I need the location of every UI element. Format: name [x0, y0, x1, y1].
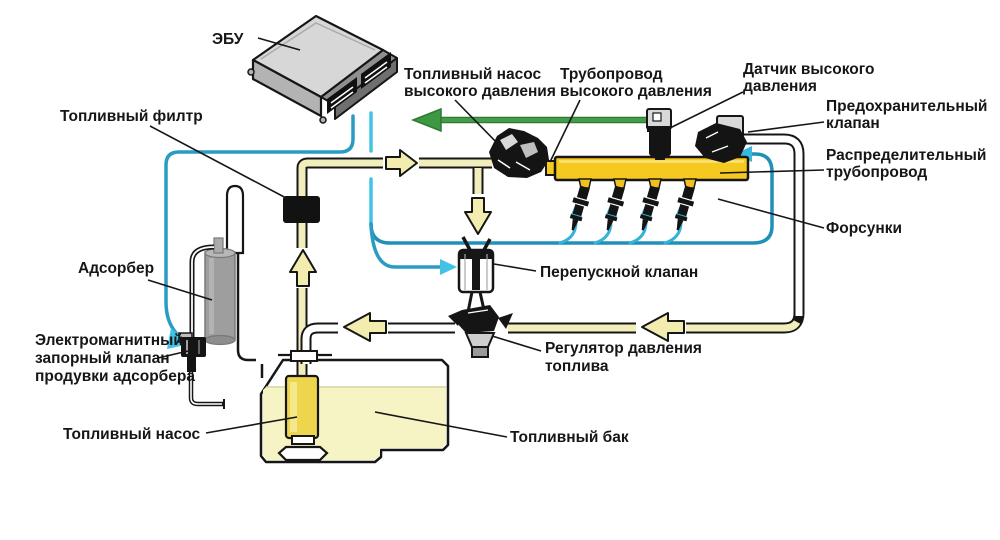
label-fuel-filter: Топливный филтр	[60, 108, 203, 125]
label-regulator-2: топлива	[545, 358, 609, 375]
ecu	[247, 14, 398, 124]
label-hp-pump-1: Топливный насос	[404, 66, 542, 83]
adsorber-nipple	[213, 237, 224, 254]
hp-pipe-stub	[545, 160, 556, 176]
green-arrowhead-icon	[410, 107, 442, 133]
flow-arrow-left-return-icon	[641, 312, 685, 342]
fuel-filter	[283, 196, 320, 223]
label-purge-valve-2: запорный клапан	[35, 350, 170, 367]
cyan-arrowhead-bypass-icon	[440, 259, 457, 275]
injector	[569, 185, 590, 231]
label-safety-valve-2: клапан	[826, 115, 880, 132]
injectors-group	[569, 178, 697, 231]
label-purge-valve-3: продувки адсорбера	[35, 368, 195, 385]
pressure-sensor	[646, 108, 672, 160]
safety-valve	[695, 115, 747, 163]
label-rail-1: Распределительный	[826, 147, 986, 164]
flow-arrow-up-icon	[289, 249, 317, 287]
return-pipe-loop	[508, 133, 805, 334]
label-hp-pipe-2: высокого давления	[560, 83, 712, 100]
label-regulator-1: Регулятор давления	[545, 340, 702, 357]
pressure-regulator	[448, 305, 513, 358]
pump-bracket	[277, 445, 329, 462]
ecu-wire-bypass	[369, 222, 443, 269]
label-injectors: Форсунки	[826, 220, 902, 237]
injector	[639, 185, 660, 231]
adsorber	[204, 237, 236, 346]
vapor-line-tank	[236, 196, 256, 362]
label-hp-pipe-1: Трубопровод	[560, 66, 663, 83]
bypass-valve	[457, 236, 495, 313]
label-purge-valve-1: Электромагнитный	[35, 332, 183, 349]
flow-arrow-down-icon	[464, 197, 492, 235]
ecu-wire-purge-valve	[164, 114, 355, 336]
injector	[604, 185, 625, 231]
purge-valve-vent-pipe	[188, 371, 224, 407]
labels: ЭБУ Топливный филтр Топливный насос высо…	[35, 31, 987, 446]
label-rail-2: трубопровод	[826, 164, 927, 181]
hp-pump	[489, 128, 549, 178]
label-fuel-pump: Топливный насос	[63, 426, 201, 443]
label-safety-valve-1: Предохранительный	[826, 98, 987, 115]
injector-return-manifold	[369, 152, 774, 245]
label-adsorber: Адсорбер	[78, 260, 154, 277]
fuel-pump	[277, 350, 332, 462]
label-hp-sensor-1: Датчик высокого	[743, 61, 874, 78]
leader-lines	[147, 37, 825, 438]
label-fuel-tank: Топливный бак	[510, 429, 629, 446]
adsorber-standpipe	[225, 184, 245, 255]
label-hp-pump-2: высокого давления	[404, 83, 556, 100]
label-hp-sensor-2: давления	[743, 78, 817, 95]
label-bypass-valve: Перепускной клапан	[540, 264, 698, 281]
flow-arrow-left-tank-icon	[343, 312, 387, 342]
injector	[674, 185, 695, 231]
purge-valve	[178, 332, 206, 372]
return-pipe-regulator-tank	[300, 322, 455, 364]
label-ecu: ЭБУ	[212, 31, 244, 48]
flow-arrow-right-icon	[385, 149, 418, 177]
sensor-signal-arrow	[410, 107, 646, 133]
